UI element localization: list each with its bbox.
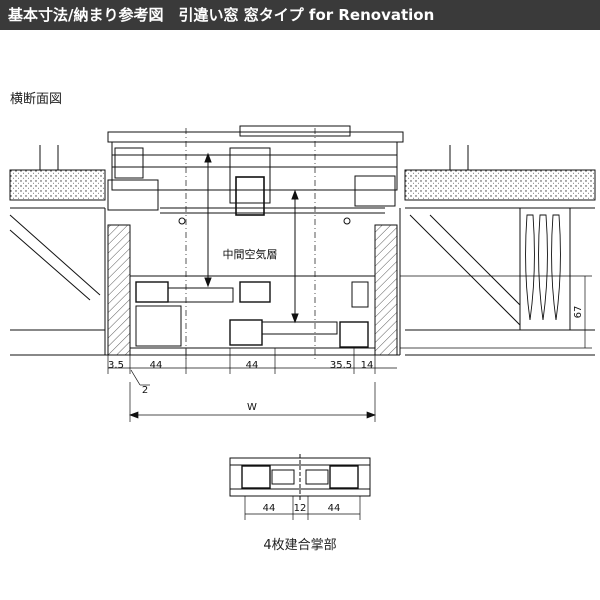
right-dimension bbox=[400, 275, 592, 349]
outer-sash-assembly bbox=[107, 125, 404, 225]
detail-dim-44-a: 44 bbox=[263, 503, 276, 514]
air-layer-arrows bbox=[204, 152, 299, 324]
right-hatched-jamb bbox=[374, 224, 398, 356]
cross-section-drawing: 中間空気層 3.5 44 44 35.5 14 2 W 67 bbox=[9, 125, 596, 520]
section-title: 横断面図 bbox=[10, 92, 63, 107]
leader-small bbox=[130, 369, 150, 386]
dim-14: 14 bbox=[361, 360, 374, 371]
screw-left bbox=[178, 217, 186, 225]
dim-w: W bbox=[247, 402, 257, 413]
right-insulation-band bbox=[404, 169, 596, 201]
outer-glass-pane bbox=[111, 141, 398, 191]
detail-meeting-stile bbox=[229, 454, 371, 500]
screw-right bbox=[343, 217, 351, 225]
wall-structure bbox=[9, 145, 596, 356]
bottom-dimension-chain bbox=[107, 348, 397, 374]
width-dimension bbox=[129, 382, 376, 422]
dim-35-5: 35.5 bbox=[330, 360, 352, 371]
detail-dim-44-b: 44 bbox=[328, 503, 341, 514]
window-opening-frame bbox=[104, 208, 401, 356]
inner-sash-assembly bbox=[129, 275, 376, 349]
detail-caption: 4枚建合掌部 bbox=[263, 538, 337, 553]
left-insulation-band bbox=[9, 169, 106, 201]
dim-44-a: 44 bbox=[150, 360, 163, 371]
dim-67: 67 bbox=[573, 306, 584, 319]
header-title: 基本寸法/納まり参考図 引違い窓 窓タイプ for Renovation bbox=[0, 0, 600, 30]
center-air-label: 中間空気層 bbox=[223, 247, 278, 261]
left-hatched-jamb bbox=[107, 224, 131, 356]
center-lines bbox=[185, 128, 316, 360]
fiber-insulation bbox=[525, 214, 561, 321]
detail-dimension-chain bbox=[244, 496, 361, 520]
dim-3-5: 3.5 bbox=[108, 360, 124, 371]
dim-2: 2 bbox=[142, 385, 148, 396]
dim-44-b: 44 bbox=[246, 360, 259, 371]
detail-dim-12: 12 bbox=[294, 503, 307, 514]
